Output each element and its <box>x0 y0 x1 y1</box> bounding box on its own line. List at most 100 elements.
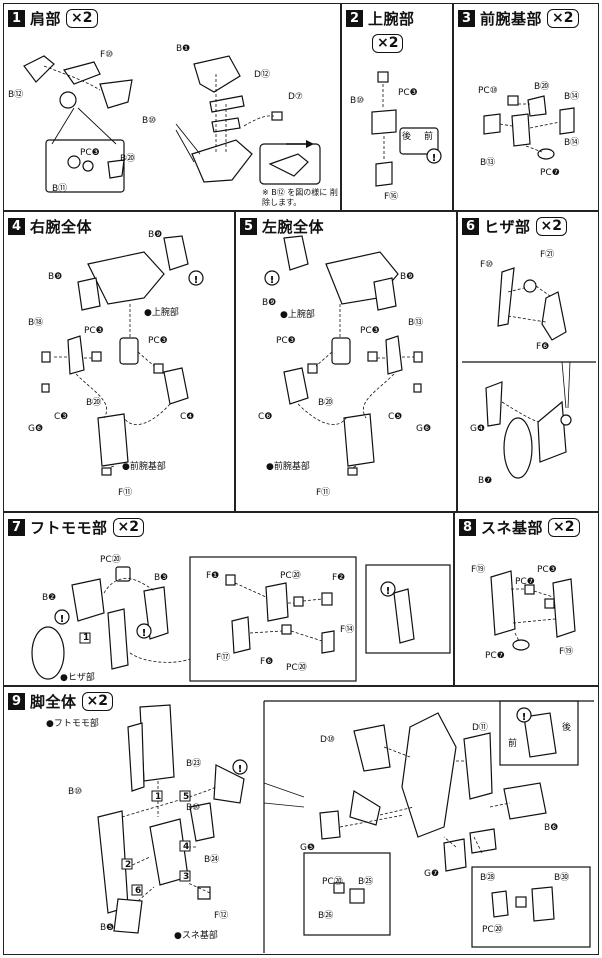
step-title: 右腕全体 <box>30 218 93 236</box>
step-6-panel: 6 ヒザ部 ×2 F⑩ F㉑ F❻ G❹ B❼ <box>457 211 599 512</box>
part-label: ●前腕基部 <box>266 462 310 472</box>
step-title: スネ基部 <box>481 519 544 537</box>
step-header: 8 スネ基部 ×2 <box>459 517 580 538</box>
thigh-drawing: ! ! ! <box>31 556 451 682</box>
part-label: PC⑳ <box>322 877 343 887</box>
part-label: G❼ <box>424 869 440 879</box>
part-label: C❸ <box>54 412 69 422</box>
step-header: 3 前腕基部 ×2 <box>458 8 579 29</box>
step-header: 9 脚全体 ×2 <box>8 691 113 712</box>
step-number: 7 <box>8 519 25 536</box>
part-label: ●前腕基部 <box>122 462 166 472</box>
part-label: F⑲ <box>471 565 486 575</box>
part-label: B⑳ <box>120 154 136 164</box>
svg-text:!: ! <box>238 764 243 775</box>
step-number: 1 <box>8 10 25 27</box>
part-label: PC❼ <box>540 168 560 178</box>
part-label: F⑩ <box>480 260 494 270</box>
step-title: 上腕部 <box>368 10 415 28</box>
part-label: F⑪ <box>118 488 133 498</box>
step-header: 6 ヒザ部 ×2 <box>462 216 567 237</box>
part-label: B❸ <box>154 573 169 583</box>
part-label: ●スネ基部 <box>174 931 218 941</box>
step-header: 5 左腕全体 <box>240 216 324 237</box>
step-ref: 4 <box>183 842 190 852</box>
svg-text:!: ! <box>194 275 199 286</box>
part-label: B❾ <box>262 298 277 308</box>
part-label: PC❸ <box>360 326 380 336</box>
part-label: F❻ <box>536 342 550 352</box>
part-label: ●ヒザ部 <box>60 673 95 683</box>
part-label: B❾ <box>400 272 415 282</box>
step-4-panel: 4 右腕全体 <box>3 211 235 512</box>
part-label: D⑦ <box>288 92 303 102</box>
step-9-panel: 9 脚全体 ×2 <box>3 686 599 955</box>
quantity-badge: ×2 <box>66 9 98 28</box>
part-label: B❶ <box>176 44 191 54</box>
part-label: B❷ <box>42 593 57 603</box>
part-label: B⑭ <box>564 138 580 148</box>
quantity-badge: ×2 <box>112 518 144 537</box>
part-label: B㉓ <box>186 759 202 769</box>
part-label: 後 <box>402 132 412 142</box>
part-label: PC⑩ <box>478 86 498 96</box>
part-label: PC❼ <box>515 577 535 587</box>
quantity-badge: ×2 <box>81 692 113 711</box>
part-label: 前 <box>424 132 434 142</box>
step-number: 6 <box>462 218 479 235</box>
part-label: F⑫ <box>214 911 229 921</box>
step-title: 左腕全体 <box>262 218 325 236</box>
part-label: F⑲ <box>559 647 574 657</box>
step-ref: 2 <box>125 860 132 870</box>
shin-base-drawing <box>490 570 576 651</box>
part-label: F⑭ <box>340 625 355 635</box>
part-label: F⑩ <box>100 50 114 60</box>
part-label: B⑩ <box>142 116 157 126</box>
step-title: 脚全体 <box>30 693 77 711</box>
part-label: B⑬ <box>480 158 496 168</box>
part-label: B⑭ <box>564 92 580 102</box>
step-title: 前腕基部 <box>480 10 543 28</box>
part-label: PC⑳ <box>482 925 503 935</box>
part-label: B❺ <box>100 923 115 933</box>
part-label: D⑪ <box>472 723 488 733</box>
step-number: 4 <box>8 218 25 235</box>
part-label: PC❸ <box>148 336 168 346</box>
step-header: 2 上腕部 <box>346 8 415 29</box>
part-label: B⑪ <box>52 184 68 194</box>
right-arm-drawing: ! <box>41 235 204 476</box>
part-label: G❹ <box>470 424 486 434</box>
left-arm-drawing: ! <box>264 235 423 476</box>
part-label: B❼ <box>478 476 493 486</box>
step-header: 7 フトモモ部 ×2 <box>8 517 144 538</box>
part-label: F❶ <box>206 571 220 581</box>
part-label: B㉔ <box>204 855 220 865</box>
step-title: ヒザ部 <box>484 218 531 236</box>
svg-text:!: ! <box>60 614 65 625</box>
part-label: G❻ <box>416 424 432 434</box>
part-label: PC❸ <box>84 326 104 336</box>
step-ref: 1 <box>83 633 90 643</box>
part-label: PC❼ <box>485 651 505 661</box>
part-label: F❷ <box>332 573 346 583</box>
quantity-badge: ×2 <box>535 217 567 236</box>
part-label: B⑳ <box>318 398 334 408</box>
part-label: F⑪ <box>316 488 331 498</box>
part-label: ●上腕部 <box>280 310 315 320</box>
step-ref: 6 <box>135 886 142 896</box>
shoulder-assembly-drawing <box>23 55 321 193</box>
part-label: C❹ <box>180 412 195 422</box>
part-label: F❻ <box>260 657 274 667</box>
part-label: PC⑳ <box>286 663 307 673</box>
part-label: B⑳ <box>86 398 102 408</box>
step-title: フトモモ部 <box>30 519 108 537</box>
part-label: B❾ <box>148 230 163 240</box>
part-label: C❺ <box>388 412 403 422</box>
step-ref: 3 <box>183 872 190 882</box>
svg-text:!: ! <box>522 712 527 723</box>
part-label: 前 <box>508 739 518 749</box>
part-label: ●フトモモ部 <box>46 719 99 729</box>
part-label: G❻ <box>28 424 44 434</box>
part-label: B⑱ <box>28 318 44 328</box>
